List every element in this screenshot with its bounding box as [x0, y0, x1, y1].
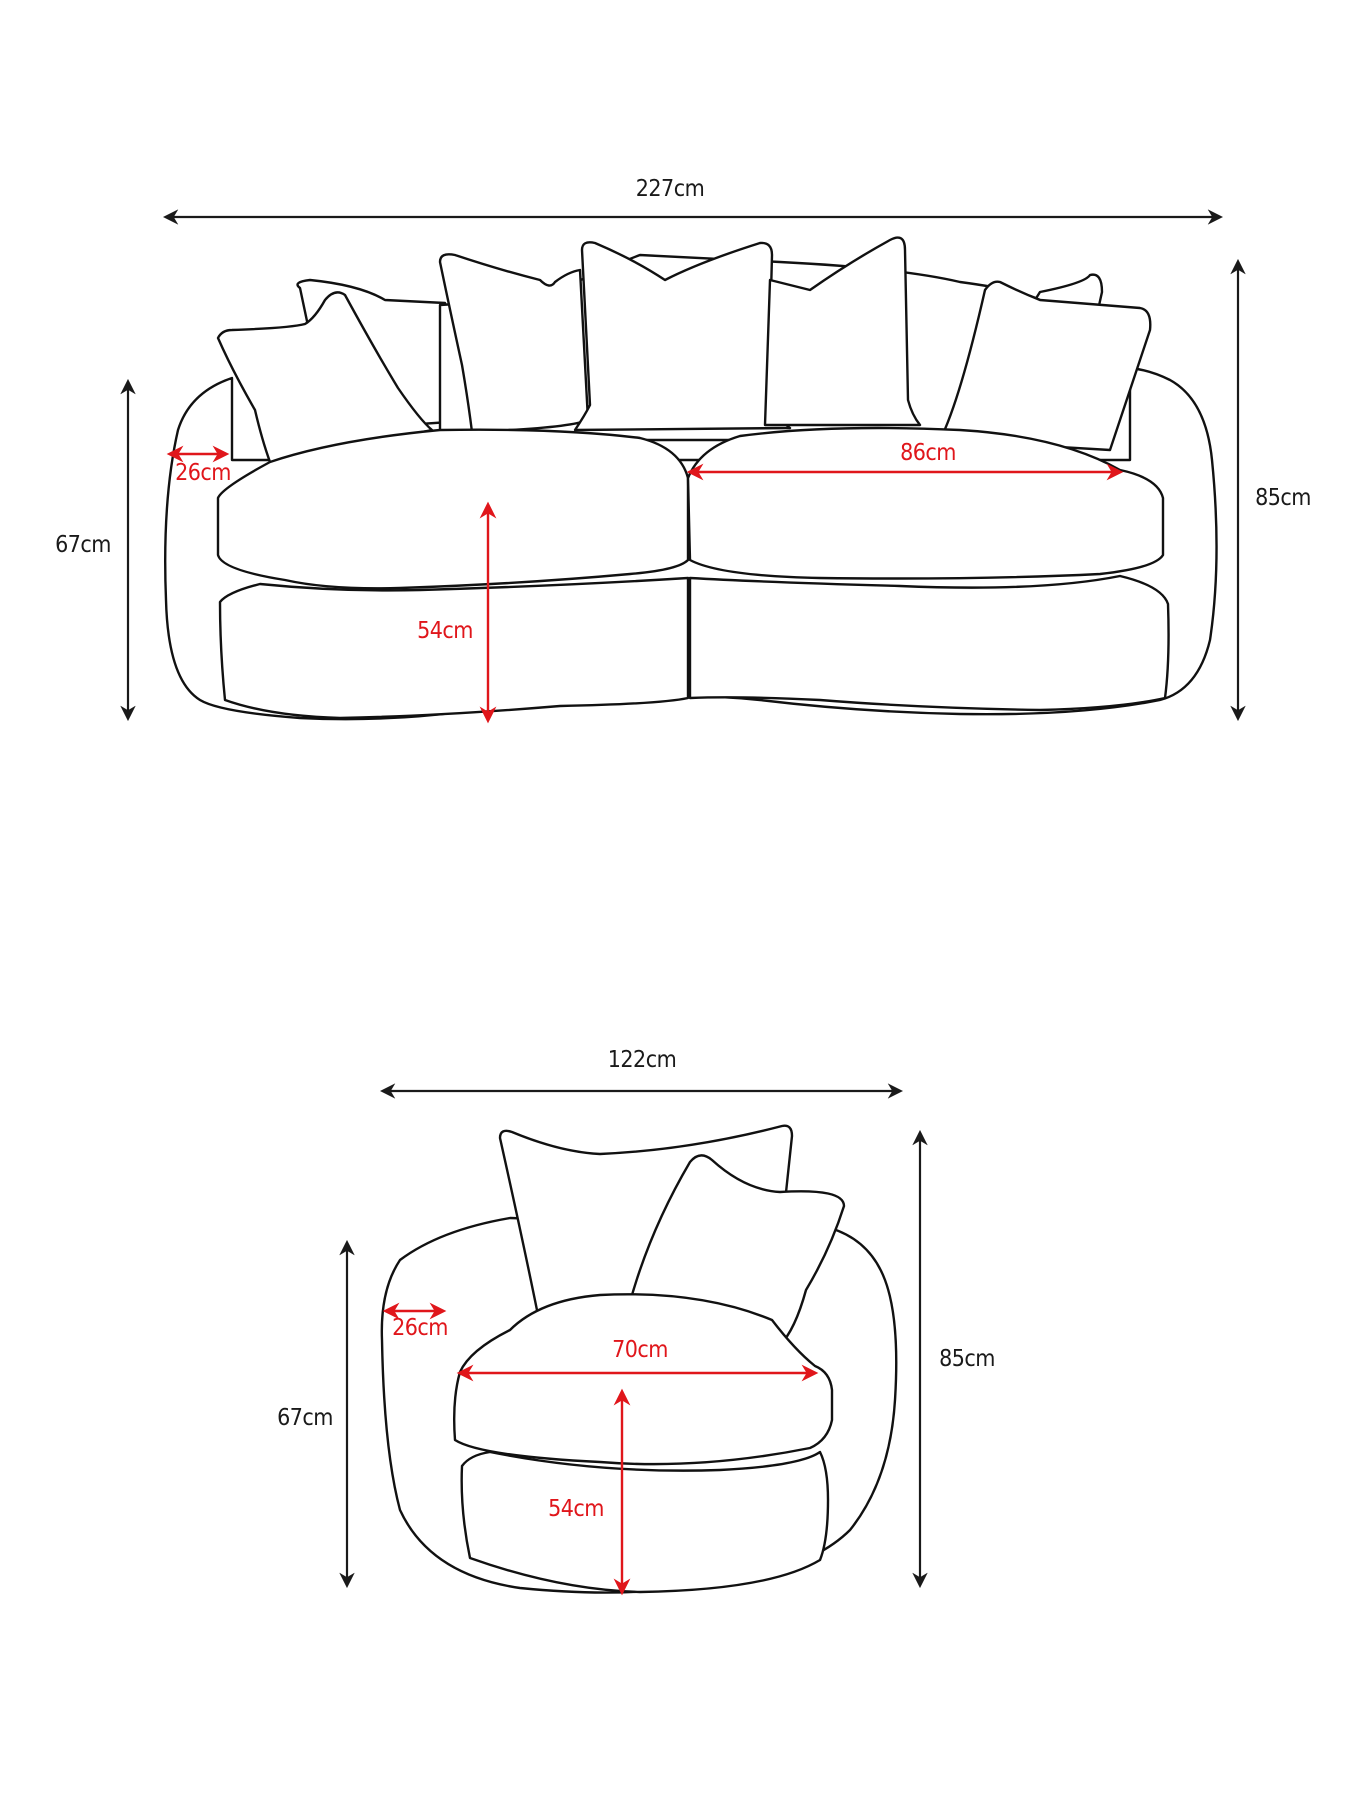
sofa-seat-cushion-left	[216, 428, 690, 590]
chair-seat-base	[460, 1450, 830, 1594]
sofa-pillow-2	[438, 253, 590, 434]
chair-arm-height-label: 67cm	[277, 1405, 333, 1431]
sofa-seat-height-label: 54cm	[417, 618, 473, 644]
chair-width-label: 122cm	[607, 1047, 677, 1073]
sofa-pillow-3	[573, 241, 792, 432]
sofa-seat-width-label: 86cm	[900, 440, 956, 466]
sofa-base-right	[688, 574, 1170, 712]
sofa-arm-height-label: 67cm	[55, 532, 111, 558]
chair-seat-height-label: 54cm	[548, 1496, 604, 1522]
sofa-pillow-1	[216, 291, 434, 464]
chair-height-label: 85cm	[939, 1346, 995, 1372]
chair-arm-width-label: 26cm	[392, 1315, 448, 1341]
sofa-drawing	[164, 236, 1218, 721]
sofa-base-left	[218, 576, 690, 720]
sofa-arm-width-label: 26cm	[175, 460, 231, 486]
sofa-pillow-4	[763, 236, 922, 427]
sofa-height-label: 85cm	[1255, 485, 1311, 511]
chair-seat-width-label: 70cm	[612, 1337, 668, 1363]
sofa-pillow-5	[938, 280, 1152, 452]
sofa-width-label: 227cm	[635, 176, 705, 202]
